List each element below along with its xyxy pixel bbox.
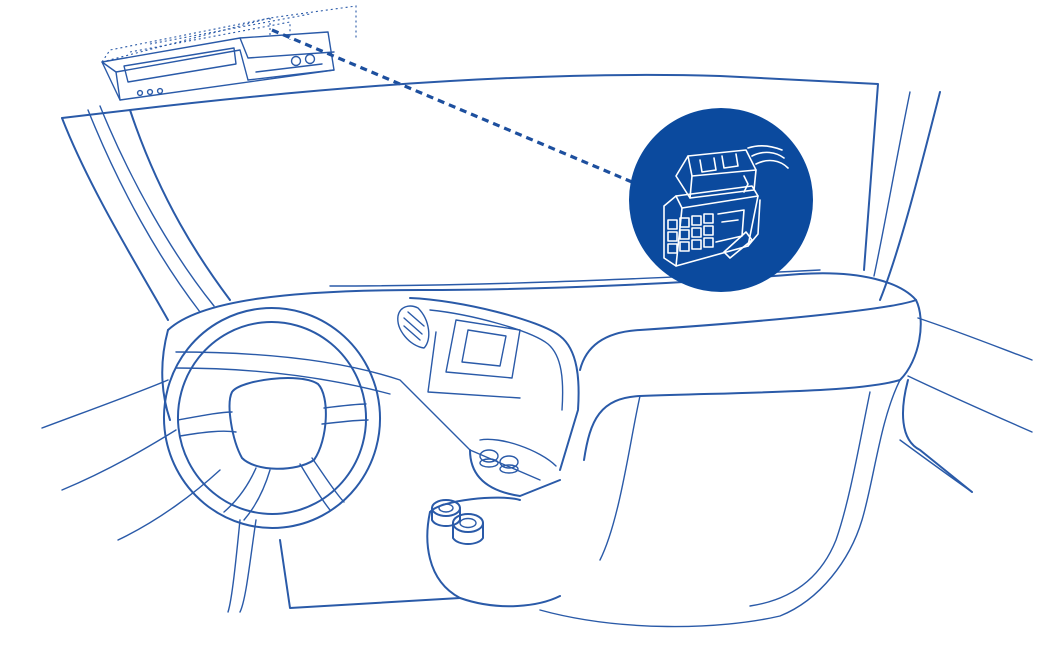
- cab-doors: [41, 317, 1033, 541]
- windshield: [61, 73, 941, 321]
- wiring-connector-icon: [663, 145, 789, 267]
- dashboard: [161, 272, 922, 628]
- callout-line: [271, 28, 633, 184]
- tachograph-unit-icon: [101, 5, 357, 101]
- steering-wheel: [162, 307, 382, 529]
- connector-callout: [629, 108, 813, 292]
- connector-pin-grid: [667, 213, 714, 254]
